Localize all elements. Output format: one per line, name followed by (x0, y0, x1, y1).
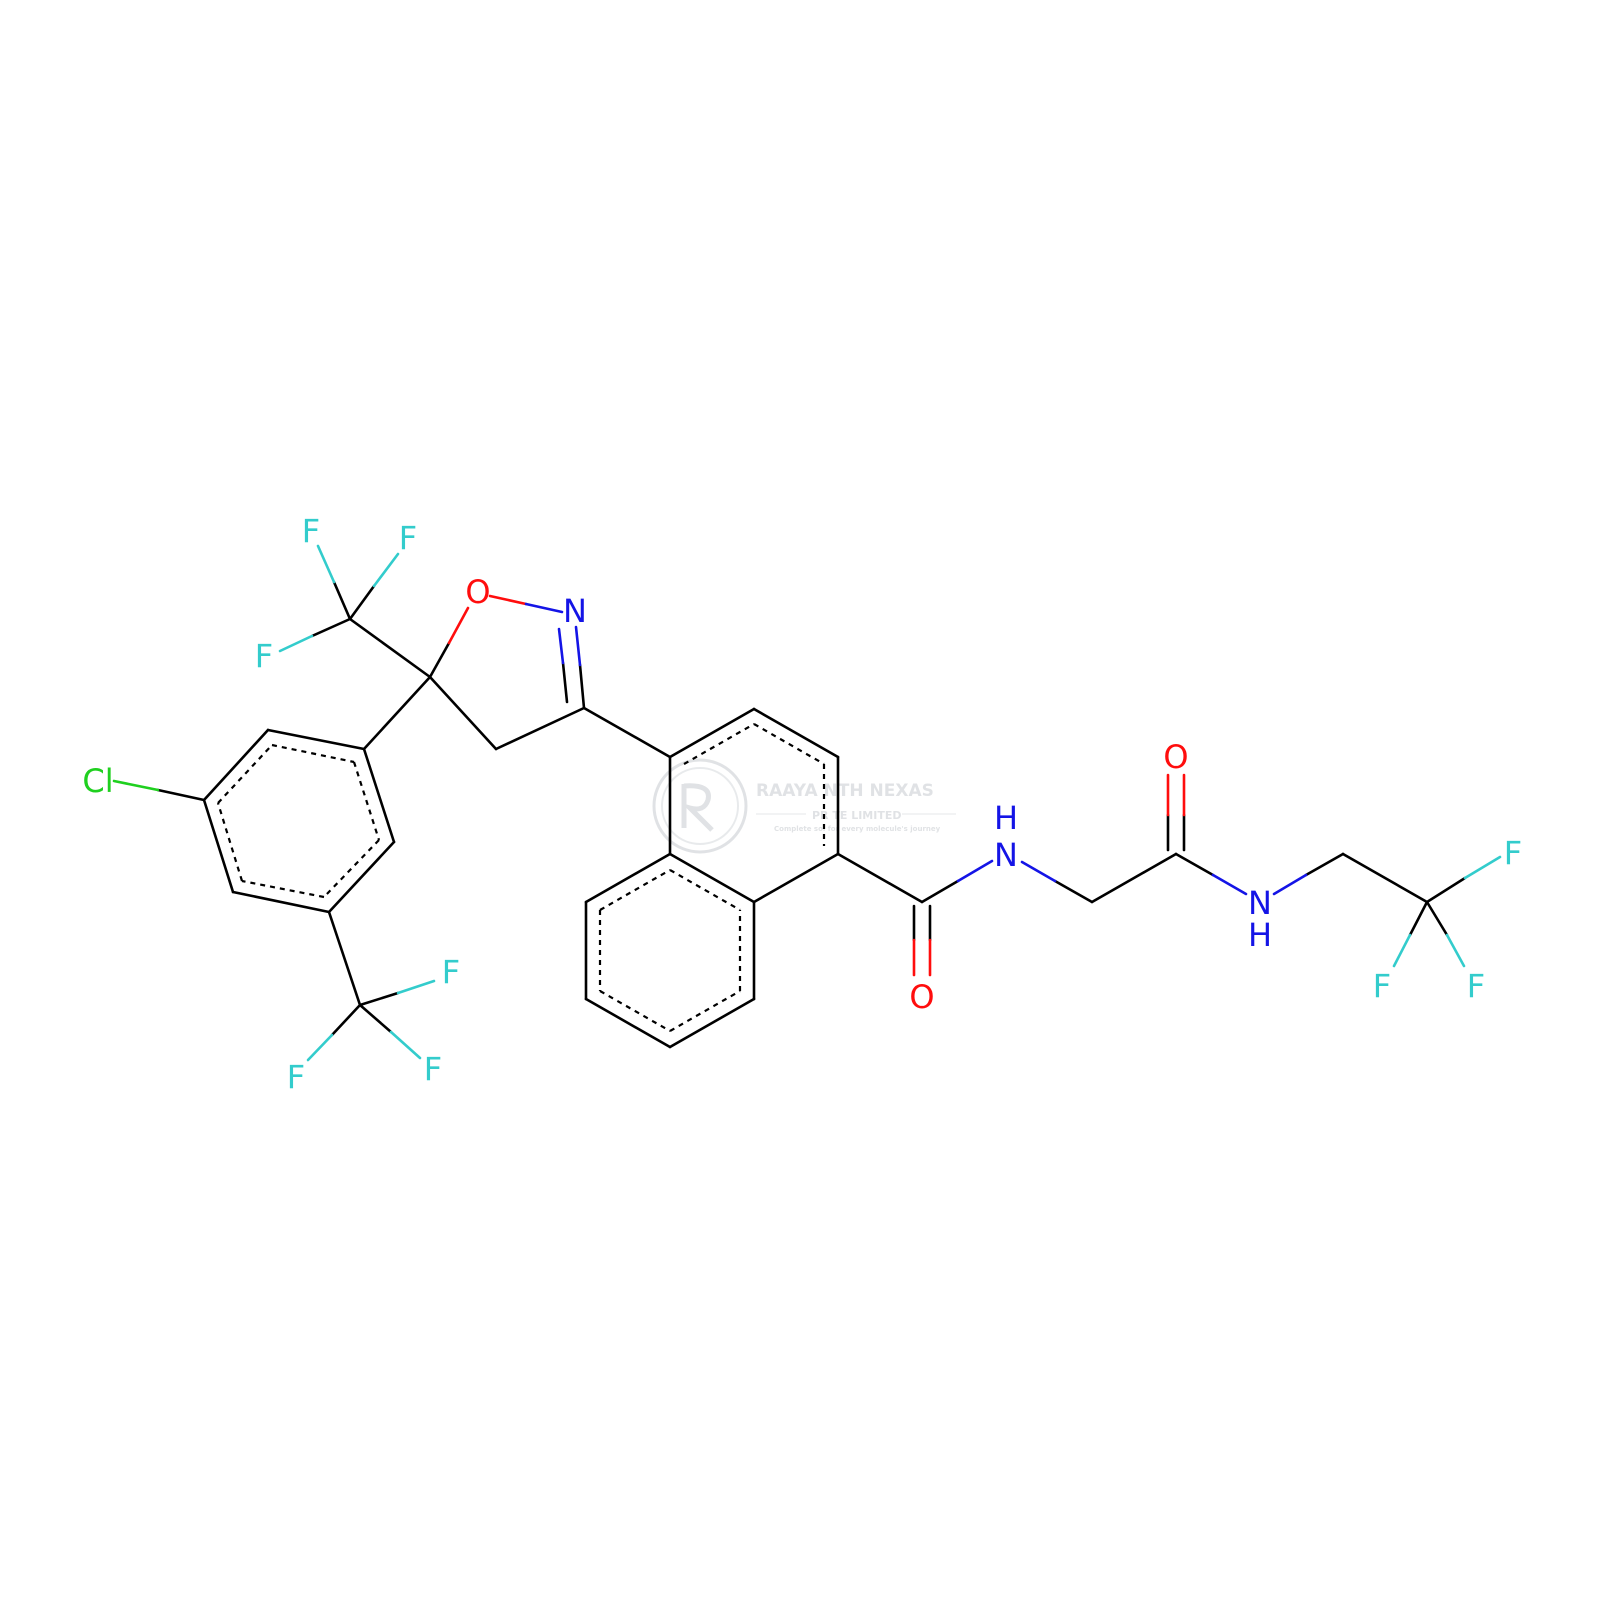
watermark-line3: Complete sol for every molecule's journe… (774, 825, 941, 833)
fluorine-atom: F (1373, 967, 1391, 1005)
fluorine-atom: F (399, 519, 417, 557)
fluorine-atom: F (255, 637, 273, 675)
aromatic-bonds (216, 723, 826, 1032)
fluorine-atom: F (442, 953, 460, 991)
watermark-logo-icon (652, 758, 748, 854)
nitrogen-atom: N (563, 592, 587, 630)
atom-labels: Cl F F F O N F F F O H N O N H F F F (82, 512, 1522, 1096)
oxygen-atom: O (465, 573, 490, 611)
watermark-line1: RAAYA NTH NEXAS (756, 781, 934, 801)
carbon-bonds (156, 580, 1467, 1049)
oxygen-atom: O (1163, 738, 1188, 776)
nitrogen-atom: N (994, 836, 1018, 874)
oxygen-atom: O (909, 978, 934, 1016)
fluorine-atom: F (287, 1058, 305, 1096)
fluorine-atom: F (302, 512, 320, 550)
watermark: RAAYA NTH NEXAS PR TE LIMITED Complete s… (652, 758, 956, 854)
nitrogen-atom: N (1248, 884, 1272, 922)
fluorine-atom: F (1467, 967, 1485, 1005)
fluorine-atom: F (1504, 834, 1522, 872)
chlorine-atom: Cl (82, 762, 113, 800)
hydrogen-atom: H (1248, 916, 1272, 954)
watermark-line2: PR TE LIMITED (812, 809, 902, 822)
heteroatom-bonds (112, 544, 1502, 1062)
fluorine-atom: F (424, 1050, 442, 1088)
hydrogen-atom: H (994, 799, 1018, 837)
